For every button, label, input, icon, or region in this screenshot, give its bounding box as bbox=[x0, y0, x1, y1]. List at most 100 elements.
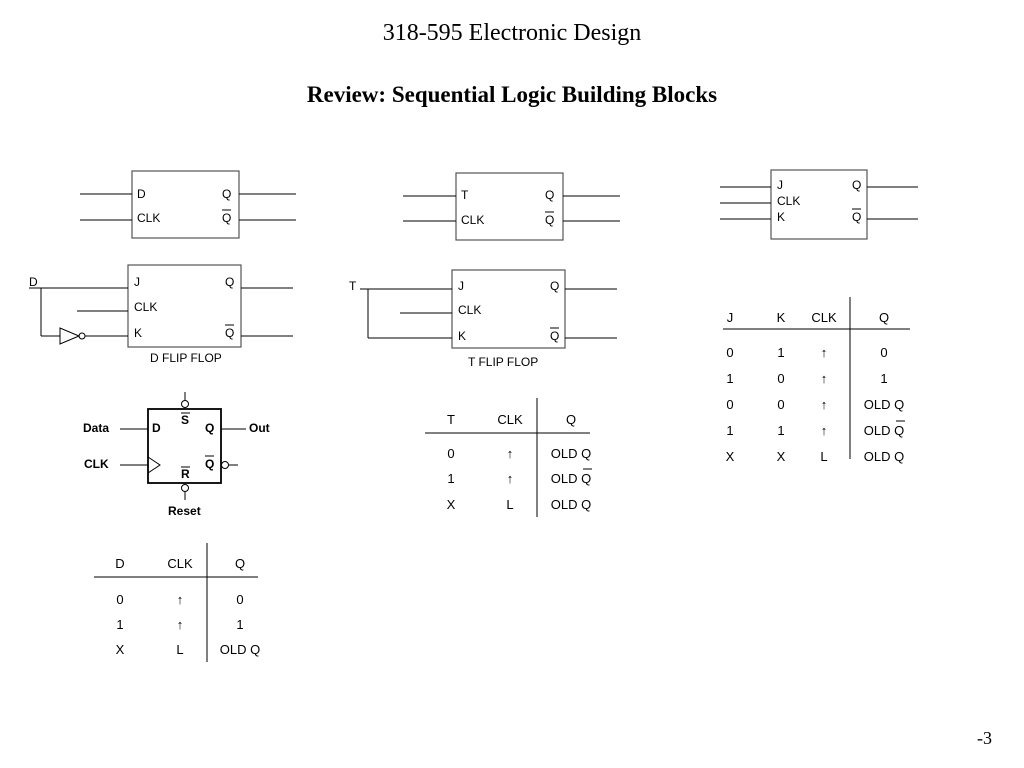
jk-table-cell: 0 bbox=[777, 371, 784, 386]
jk-table-cell: L bbox=[820, 449, 827, 464]
d-table-cell: 1 bbox=[236, 617, 243, 632]
page-number: -3 bbox=[977, 728, 992, 748]
jk-table-cell: ↑ bbox=[821, 397, 828, 412]
dff-sr-data-label: Data bbox=[83, 421, 109, 435]
dff-sr-d-label: D bbox=[152, 421, 161, 435]
t-truth-table: T CLK Q 0 ↑ OLD Q 1 ↑ OLD Q X L OLD Q bbox=[425, 398, 592, 517]
d-truth-table: D CLK Q 0 ↑ 0 1 ↑ 1 X L OLD Q bbox=[94, 543, 260, 662]
d-jk-j-label: J bbox=[134, 275, 140, 289]
t-ff-q-label: Q bbox=[545, 188, 554, 202]
jk-table-cell: X bbox=[726, 449, 735, 464]
t-jk-box bbox=[451, 269, 566, 349]
t-table-header-q: Q bbox=[566, 412, 576, 427]
t-table-cell: ↑ bbox=[507, 471, 514, 486]
qbar-bubble-icon bbox=[221, 461, 229, 469]
t-table-cell: OLD Q bbox=[551, 471, 591, 486]
jk-table-cell: ↑ bbox=[821, 371, 828, 386]
jk-table-cell: X bbox=[777, 449, 786, 464]
d-table-cell: ↑ bbox=[177, 592, 184, 607]
jk-table-header-j: J bbox=[727, 310, 734, 325]
jk-flip-flop-symbol: J CLK K Q Q bbox=[720, 169, 918, 240]
t-table-header-clk: CLK bbox=[497, 412, 523, 427]
t-jk-caption: T FLIP FLOP bbox=[468, 355, 538, 369]
dff-sr-q-label: Q bbox=[205, 421, 214, 435]
t-jk-j-label: J bbox=[458, 279, 464, 293]
jk-ff-j-label: J bbox=[777, 178, 783, 192]
jk-ff-box bbox=[770, 169, 868, 240]
dff-sr-out-label: Out bbox=[249, 421, 270, 435]
d-jk-qbar-label: Q bbox=[225, 326, 234, 340]
jk-table-cell: 0 bbox=[726, 345, 733, 360]
t-table-header-t: T bbox=[447, 412, 455, 427]
course-title: 318-595 Electronic Design bbox=[382, 20, 642, 46]
t-table-cell: OLD Q bbox=[551, 446, 591, 461]
jk-table-cell: OLD Q bbox=[864, 397, 904, 412]
d-ff-box bbox=[131, 170, 240, 239]
t-table-cell: OLD Q bbox=[551, 497, 591, 512]
jk-ff-qbar-label: Q bbox=[852, 210, 861, 224]
jk-table-cell: 1 bbox=[726, 371, 733, 386]
jk-table-cell: 0 bbox=[726, 397, 733, 412]
d-table-cell: OLD Q bbox=[220, 642, 260, 657]
dff-sr-box bbox=[147, 408, 222, 484]
d-table-header-clk: CLK bbox=[167, 556, 193, 571]
dff-sr-r-label: R bbox=[181, 467, 190, 481]
d-table-header-d: D bbox=[115, 556, 124, 571]
d-table-cell: X bbox=[116, 642, 125, 657]
d-jk-box bbox=[127, 264, 242, 348]
jk-table-cell: ↑ bbox=[821, 423, 828, 438]
jk-table-cell: 1 bbox=[777, 345, 784, 360]
t-flip-flop-symbol: T CLK Q Q bbox=[403, 172, 620, 241]
d-table-cell: ↑ bbox=[177, 617, 184, 632]
d-jk-caption: D FLIP FLOP bbox=[150, 351, 222, 365]
d-jk-q-label: Q bbox=[225, 275, 234, 289]
set-bubble-icon bbox=[181, 400, 189, 408]
dff-sr-qbar-label: Q bbox=[205, 457, 214, 471]
d-table-cell: 0 bbox=[236, 592, 243, 607]
d-ff-q-label: Q bbox=[222, 187, 231, 201]
t-ff-box bbox=[455, 172, 564, 241]
t-jk-k-label: K bbox=[458, 329, 466, 343]
t-table-cell: 0 bbox=[447, 446, 454, 461]
t-ff-qbar-label: Q bbox=[545, 213, 554, 227]
t-table-cell: X bbox=[447, 497, 456, 512]
jk-truth-table: J K CLK Q 0 1 ↑ 0 1 0 ↑ 1 0 0 ↑ OLD Q 1 … bbox=[723, 297, 910, 464]
jk-ff-q-label: Q bbox=[852, 178, 861, 192]
d-ff-clk-label: CLK bbox=[137, 211, 160, 225]
t-jk-qbar-label: Q bbox=[550, 329, 559, 343]
d-table-cell: 0 bbox=[116, 592, 123, 607]
d-ff-qbar-label: Q bbox=[222, 211, 231, 225]
jk-table-header-q: Q bbox=[879, 310, 889, 325]
slide-title: Review: Sequential Logic Building Blocks bbox=[306, 82, 718, 107]
t-jk-clk-label: CLK bbox=[458, 303, 481, 317]
d-table-header-q: Q bbox=[235, 556, 245, 571]
jk-table-cell: 0 bbox=[777, 397, 784, 412]
d-table-cell: L bbox=[176, 642, 183, 657]
jk-ff-k-label: K bbox=[777, 210, 785, 224]
jk-table-cell: OLD Q bbox=[864, 449, 904, 464]
t-jk-q-label: Q bbox=[550, 279, 559, 293]
jk-table-header-k: K bbox=[777, 310, 786, 325]
jk-table-cell: 1 bbox=[726, 423, 733, 438]
jk-table-header-clk: CLK bbox=[811, 310, 837, 325]
d-table-cell: 1 bbox=[116, 617, 123, 632]
jk-table-cell: ↑ bbox=[821, 345, 828, 360]
dff-set-reset-symbol: Data CLK Out Reset D Q Q S R bbox=[83, 392, 270, 518]
d-jk-k-label: K bbox=[134, 326, 142, 340]
t-table-cell: L bbox=[506, 497, 513, 512]
dff-sr-clk-label: CLK bbox=[84, 457, 109, 471]
inverter-icon bbox=[59, 327, 81, 345]
jk-table-cell: 1 bbox=[777, 423, 784, 438]
clock-edge-icon bbox=[147, 456, 161, 474]
d-jk-input-label: D bbox=[29, 275, 38, 289]
dff-sr-s-label: S bbox=[181, 413, 189, 427]
d-ff-d-label: D bbox=[137, 187, 146, 201]
d-ff-from-jk-circuit: D J CLK K Q Q D FLIP FLOP bbox=[29, 264, 293, 365]
d-jk-clk-label: CLK bbox=[134, 300, 157, 314]
t-ff-t-label: T bbox=[461, 188, 469, 202]
jk-table-cell: OLD Q bbox=[864, 423, 904, 438]
t-table-cell: ↑ bbox=[507, 446, 514, 461]
d-flip-flop-symbol: D CLK Q Q bbox=[80, 170, 296, 239]
jk-table-cell: 0 bbox=[880, 345, 887, 360]
